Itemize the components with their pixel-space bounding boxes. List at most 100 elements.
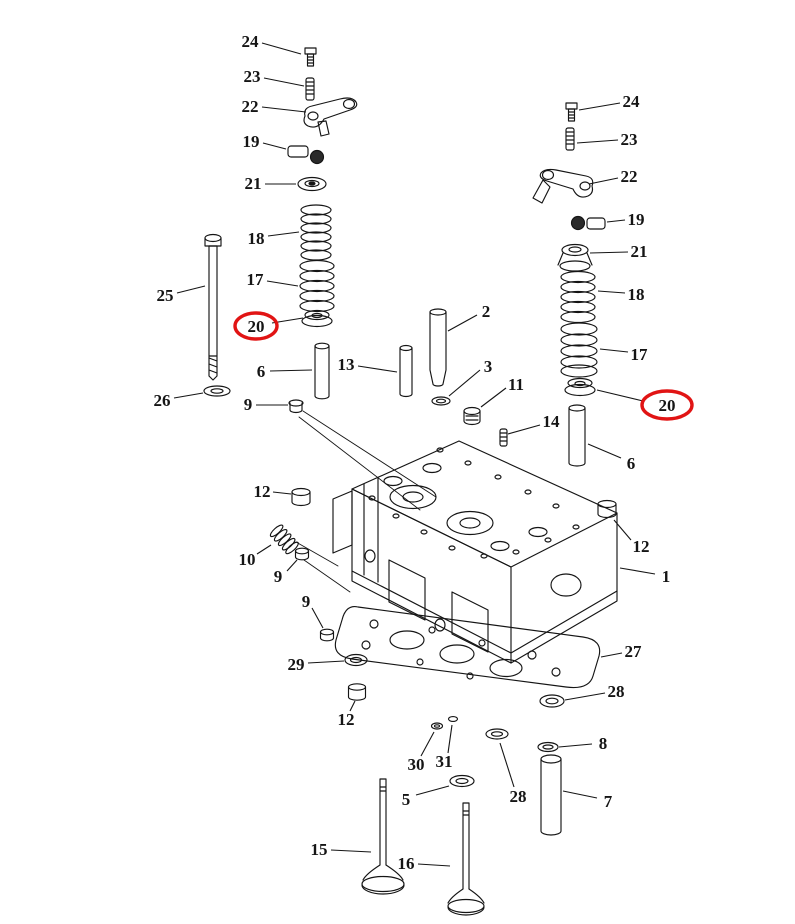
part-number-label: 12 [338, 710, 355, 729]
stud-14 [499, 428, 508, 447]
leader-line [613, 519, 632, 541]
callout-6: 6 [257, 362, 313, 381]
part-number-label: 14 [543, 412, 561, 431]
part-number-label: 25 [157, 286, 174, 305]
leader-line [600, 652, 623, 658]
valve-spring-17-left [299, 259, 335, 313]
leader-line [267, 231, 300, 237]
callout-16: 16 [398, 854, 451, 873]
callout-26: 26 [154, 391, 204, 410]
leader-line [286, 559, 298, 572]
part-number-label: 3 [484, 357, 493, 376]
part-number-label: 12 [254, 482, 271, 501]
part-number-label: 21 [245, 174, 262, 193]
callout-22: 22 [588, 167, 638, 186]
valve-spring-17-right [560, 322, 598, 378]
seal-28-upper [539, 694, 565, 708]
callout-17: 17 [247, 270, 299, 289]
leader-line [269, 369, 313, 372]
leader-line [272, 491, 292, 495]
stud-23-right [565, 127, 575, 151]
part-number-label: 9 [244, 395, 253, 414]
leader-line [447, 314, 478, 332]
pin-19-left [287, 145, 325, 165]
retainer-21-right [557, 243, 593, 272]
part-number-label: 5 [402, 790, 411, 809]
part-number-label: 21 [631, 242, 648, 261]
part-number-label: 9 [274, 567, 283, 586]
leader-line [311, 607, 324, 629]
valve-15 [361, 778, 405, 895]
rocker-arm-22-left [303, 97, 358, 137]
spring-seat-20-left [301, 309, 333, 328]
callout-11: 11 [480, 375, 524, 408]
ring-31 [447, 716, 459, 722]
part-number-label: 28 [608, 682, 625, 701]
leader-line [599, 348, 629, 353]
part-number-label: 8 [599, 734, 608, 753]
plug-9-middle [294, 547, 310, 561]
part-number-label: 9 [302, 592, 311, 611]
leader-line [417, 863, 451, 867]
tube-6-left [314, 342, 330, 400]
valve-guide-2 [429, 308, 447, 387]
valve-16 [447, 802, 485, 916]
callout-layer: 2423221921181720252669132311141210992912… [154, 32, 694, 873]
tube-13 [399, 344, 413, 398]
leader-line [576, 139, 619, 144]
part-number-label: 10 [239, 550, 256, 569]
valve-guide-7 [540, 754, 562, 836]
part-number-label: 22 [621, 167, 638, 186]
callout-25: 25 [157, 285, 206, 305]
callout-8: 8 [558, 734, 608, 753]
leader-line [262, 142, 287, 150]
part-number-label: 18 [628, 285, 645, 304]
callout-28: 28 [564, 682, 625, 701]
part-number-label: 23 [244, 67, 261, 86]
callout-19: 19 [243, 132, 287, 151]
leader-line [420, 731, 435, 757]
valve-spring-18-right [560, 270, 596, 324]
callout-29: 29 [288, 655, 345, 674]
leader-line [448, 369, 481, 397]
leader-line [499, 742, 515, 788]
part-number-label: 6 [257, 362, 266, 381]
assembly-lines [295, 410, 437, 593]
leader-line [619, 567, 656, 575]
leader-line [307, 660, 345, 664]
callout-3: 3 [448, 357, 493, 397]
plug-9-upper [288, 399, 304, 414]
part-number-label: 17 [247, 270, 265, 289]
callout-13: 13 [338, 355, 398, 374]
leader-line [357, 365, 398, 373]
parts-artwork [203, 47, 618, 916]
leader-line [447, 724, 453, 754]
leader-line [415, 785, 450, 796]
callout-21: 21 [245, 174, 296, 193]
callout-17: 17 [599, 345, 648, 364]
leader-line [349, 700, 356, 712]
callout-24: 24 [242, 32, 302, 55]
bolt-24-left [304, 47, 317, 67]
callout-9: 9 [274, 559, 298, 586]
leader-line [597, 290, 626, 294]
callout-7: 7 [562, 790, 613, 811]
leader-line [480, 387, 507, 408]
callout-20: 20 [596, 389, 694, 421]
leader-line [587, 443, 622, 459]
highlight-ellipse [233, 311, 279, 341]
retainer-21-left [297, 176, 327, 192]
callout-23: 23 [576, 130, 638, 149]
callout-12: 12 [338, 700, 356, 729]
head-bolt-25 [204, 233, 222, 381]
callout-1: 1 [619, 567, 671, 586]
part-number-label: 2 [482, 302, 491, 321]
part-number-label: 12 [633, 537, 650, 556]
part-number-label: 1 [662, 567, 671, 586]
callout-6: 6 [587, 443, 635, 473]
rocker-arm-22-right [532, 168, 594, 204]
plug-12-right [597, 499, 617, 519]
leader-line [173, 392, 204, 399]
part-number-label: 20 [248, 317, 265, 336]
